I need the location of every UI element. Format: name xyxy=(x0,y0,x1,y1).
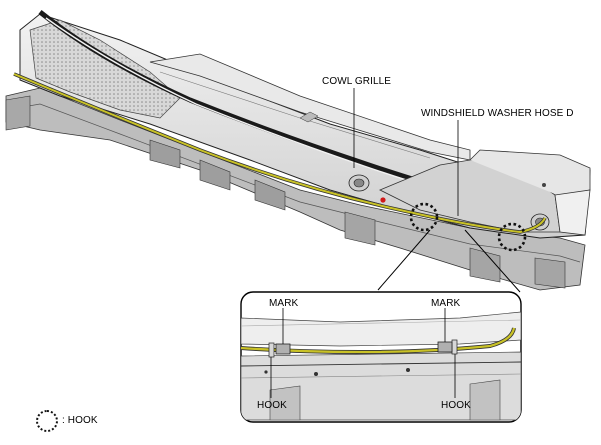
label-hook-left: HOOK xyxy=(257,400,287,411)
label-hook-right: HOOK xyxy=(441,400,471,411)
hook-circle-left xyxy=(409,202,439,232)
cowl-grille-body xyxy=(19,10,591,239)
detail-inset xyxy=(240,291,522,423)
legend-hook-label: : HOOK xyxy=(62,415,98,426)
label-mark-left: MARK xyxy=(269,298,299,309)
mark-block-right xyxy=(437,341,453,353)
hook-legend-icon xyxy=(36,410,58,432)
label-mark-right: MARK xyxy=(431,298,461,309)
label-washer-hose: WINDSHIELD WASHER HOSE D xyxy=(421,108,574,119)
cowl-lower-rail xyxy=(5,87,586,291)
windshield-washer-hose xyxy=(13,72,547,234)
hook-circle-right xyxy=(497,222,527,252)
red-clip-marker xyxy=(380,197,386,203)
mark-block-left xyxy=(275,343,291,355)
label-cowl-grille: COWL GRILLE xyxy=(322,76,392,87)
